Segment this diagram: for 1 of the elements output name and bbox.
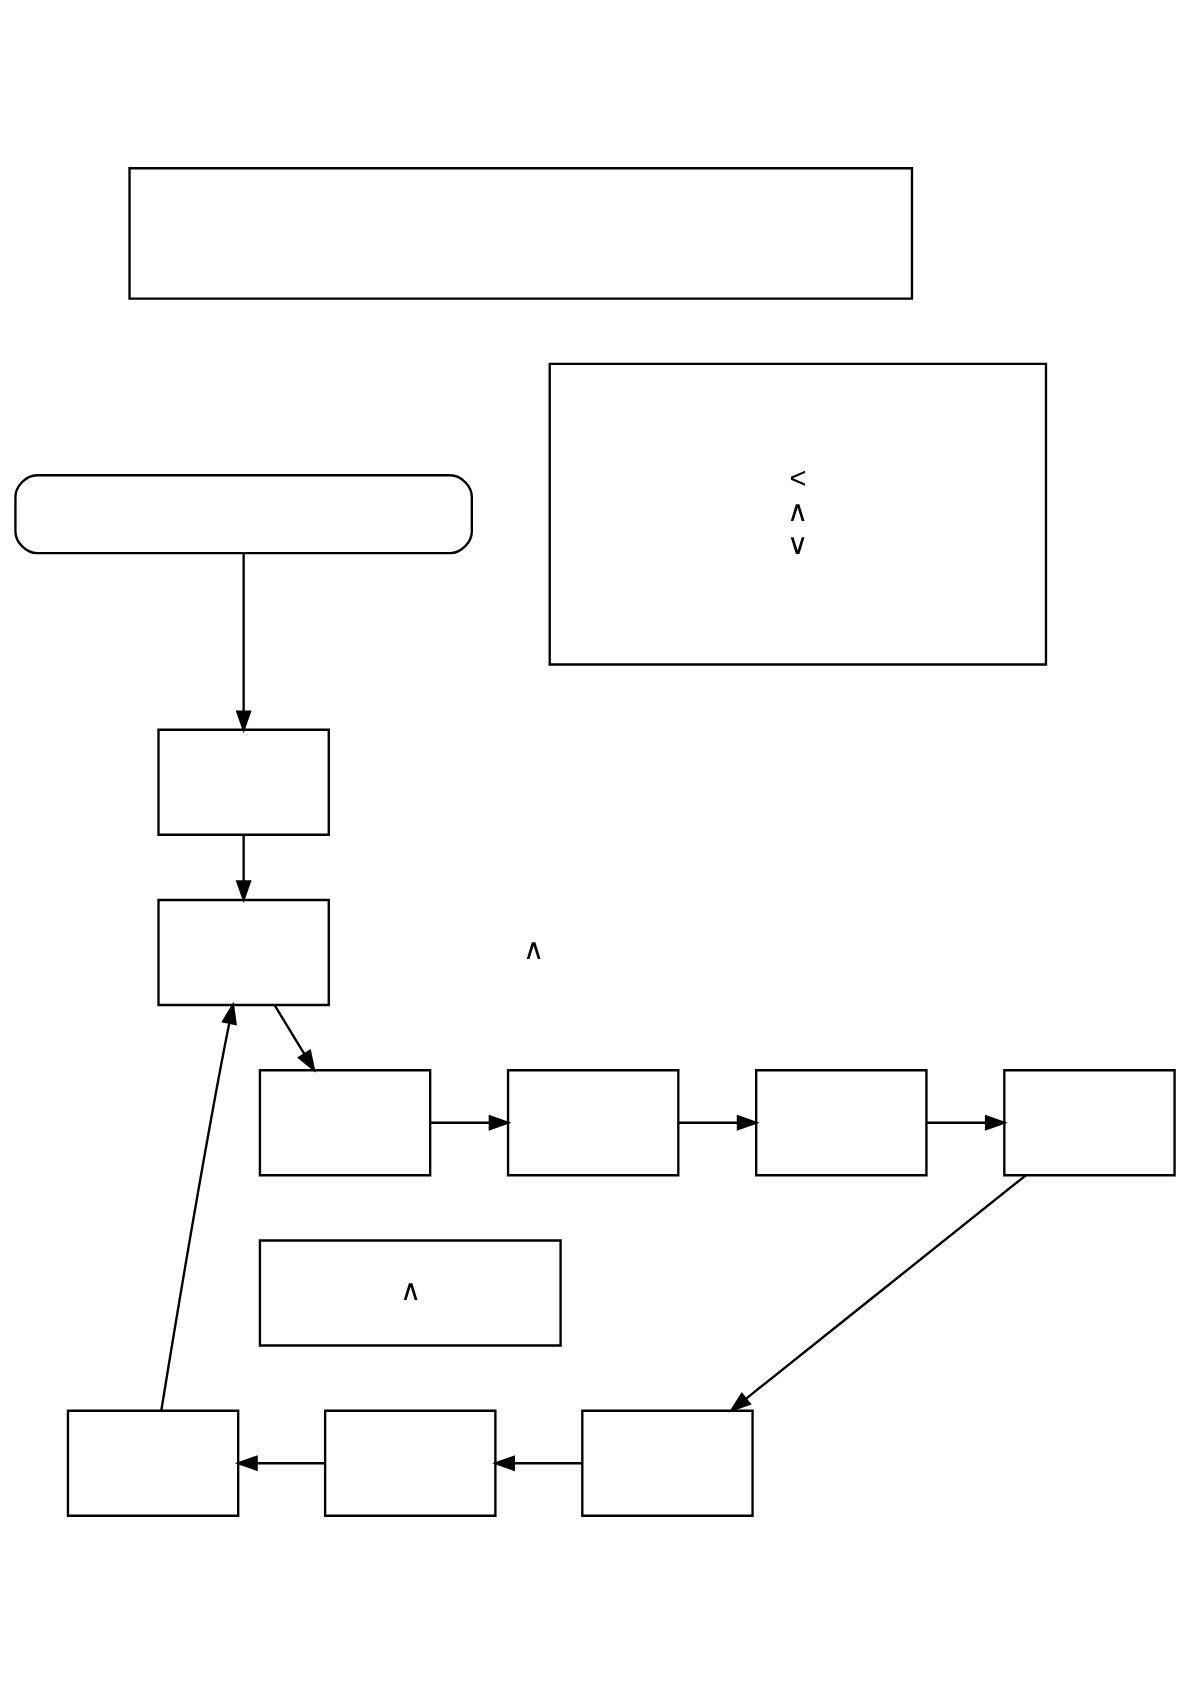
label: ∧: [522, 933, 544, 966]
